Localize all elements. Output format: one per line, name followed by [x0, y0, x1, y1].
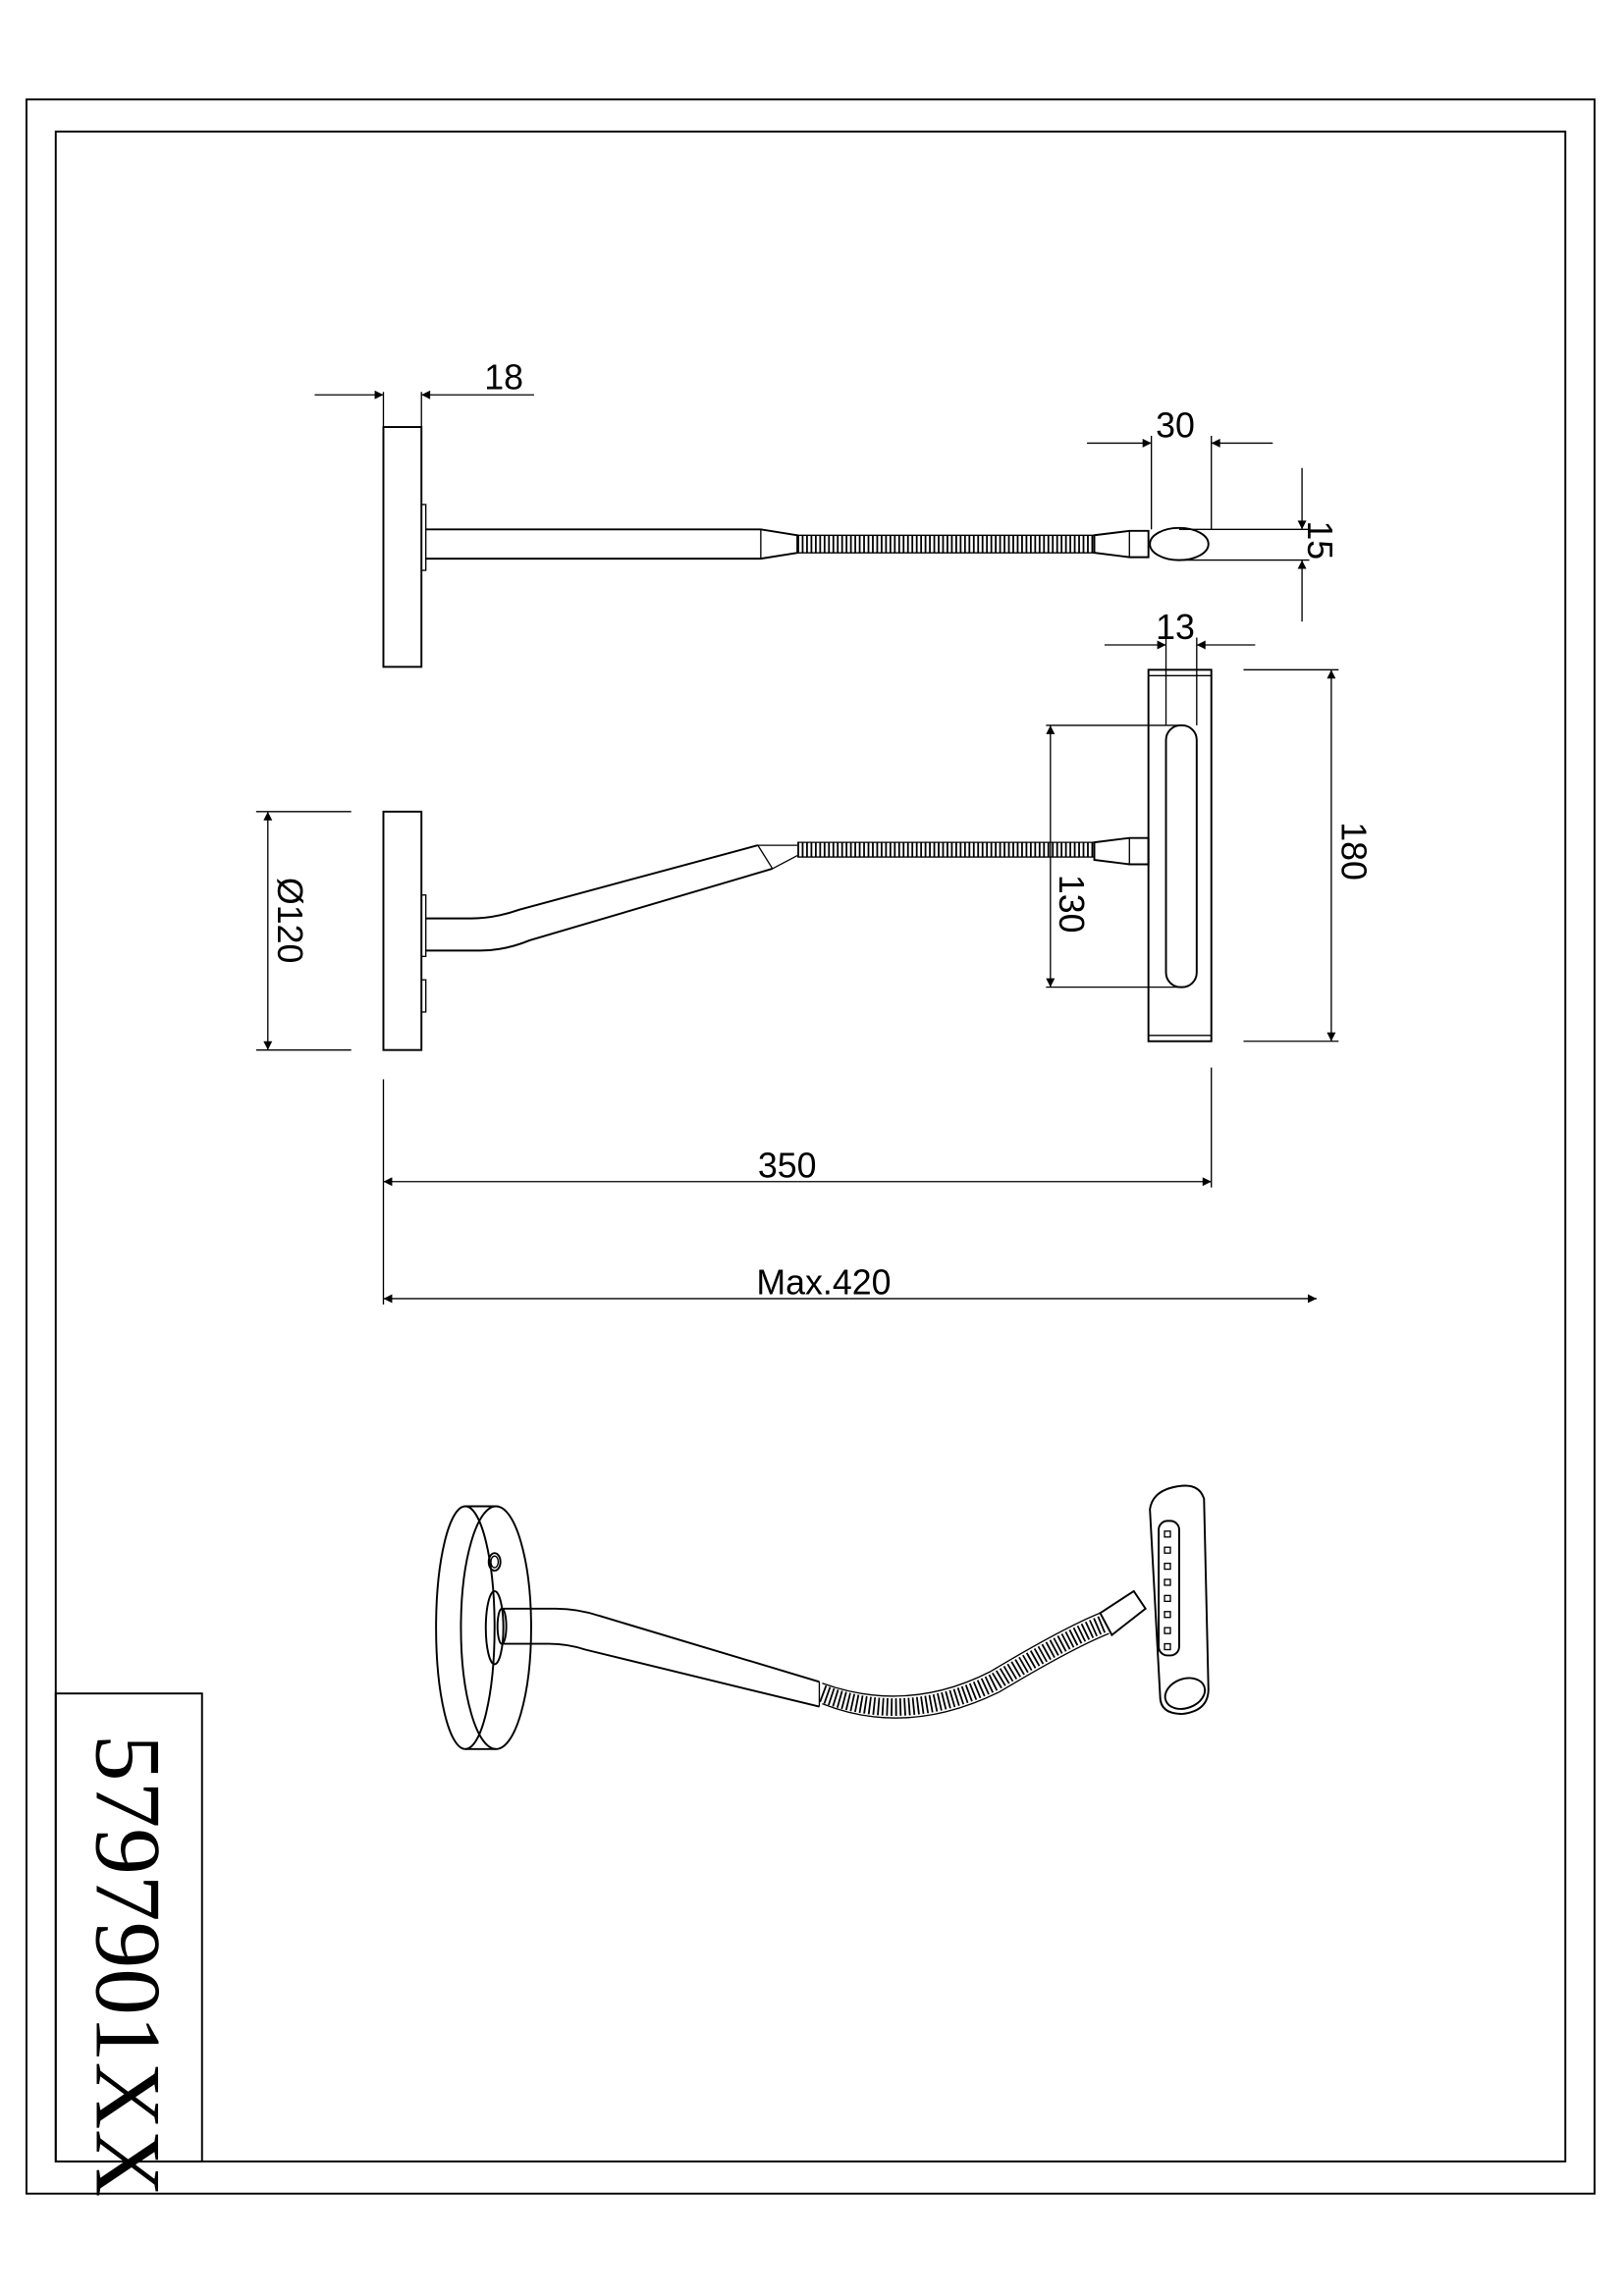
- dim-label: 350: [758, 1146, 817, 1185]
- dim-label: Ø120: [270, 878, 309, 963]
- dim-label: 180: [1333, 822, 1373, 881]
- led-chips: [1164, 1530, 1171, 1651]
- dim-label: 13: [1156, 608, 1195, 647]
- dim-label: Max.420: [756, 1262, 891, 1302]
- dim-label: 18: [484, 357, 523, 397]
- dim-label: 30: [1156, 405, 1195, 445]
- outer-border: [26, 98, 1597, 2195]
- dim-plate-diameter: Ø120: [255, 811, 352, 1051]
- title-block: 57979​01XX: [54, 1692, 203, 2197]
- model-number: 57979​01XX: [76, 1735, 180, 2197]
- dim-head-width: 13: [1104, 608, 1256, 725]
- dim-label: 15: [1300, 520, 1339, 560]
- top-view: [382, 426, 1210, 668]
- dim-projection: 350: [382, 1067, 1213, 1305]
- perspective-view: [435, 1484, 1210, 1750]
- dim-head-length: 30: [1087, 405, 1273, 530]
- dim-label: 130: [1052, 875, 1091, 934]
- inner-border: [54, 131, 1567, 2163]
- dim-head-thickness: 15: [1178, 467, 1339, 622]
- dim-plate-thickness: 18: [314, 357, 534, 428]
- side-view: [382, 668, 1213, 1051]
- dim-head-height: 180: [1243, 668, 1373, 1042]
- dim-led-strip-length: 130: [1046, 724, 1182, 988]
- dim-max-projection: Max.420: [383, 1262, 1317, 1304]
